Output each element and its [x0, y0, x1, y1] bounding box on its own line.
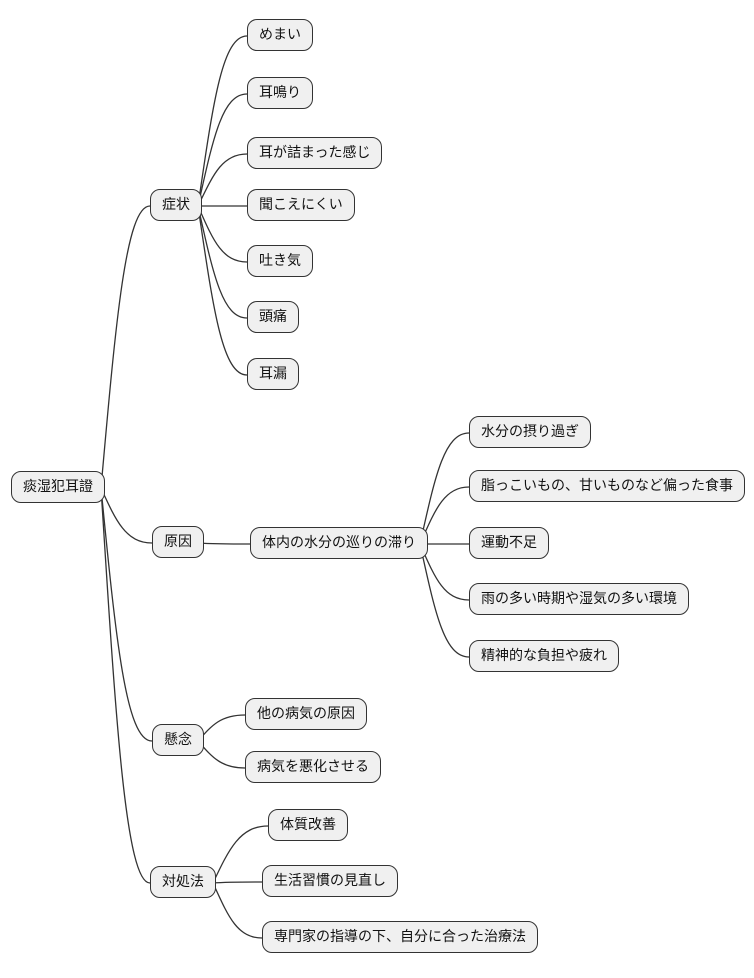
node-concern-worsening: 病気を悪化させる: [245, 751, 381, 784]
edge-action-2: [212, 881, 263, 884]
node-concern: 懸念: [152, 724, 204, 757]
edge-symptom-1: [197, 35, 248, 207]
node-symptom-dizziness: めまい: [247, 19, 313, 52]
edge-stagnation-1: [419, 432, 470, 545]
edge-root-cause: [100, 487, 153, 544]
node-symptom-headache: 頭痛: [247, 301, 299, 334]
node-cause-mental-fatigue: 精神的な負担や疲れ: [469, 640, 619, 673]
edge-symptom-3: [197, 153, 248, 207]
edge-concern-1: [197, 714, 246, 742]
node-cause-lack-of-exercise: 運動不足: [469, 527, 549, 560]
node-action: 対処法: [150, 866, 216, 899]
node-root: 痰湿犯耳證: [11, 471, 105, 504]
node-symptom-ear-discharge: 耳漏: [247, 358, 299, 391]
node-cause-humid-environment: 雨の多い時期や湿気の多い環境: [469, 583, 689, 616]
edge-stagnation-5: [419, 543, 470, 658]
node-symptoms: 症状: [150, 189, 202, 222]
edge-root-action: [100, 487, 151, 884]
node-concern-other-disease: 他の病気の原因: [245, 698, 367, 731]
node-cause: 原因: [152, 526, 204, 559]
edge-symptom-7: [197, 205, 248, 376]
node-symptom-tinnitus: 耳鳴り: [247, 77, 313, 110]
node-cause-unbalanced-diet: 脂っこいもの、甘いものなど偏った食事: [469, 470, 745, 503]
edge-concern-2: [197, 740, 246, 769]
node-symptom-ear-fullness: 耳が詰まった感じ: [247, 137, 383, 170]
node-symptom-hearing-loss: 聞こえにくい: [247, 189, 355, 222]
node-action-treatment: 専門家の指導の下、自分に合った治療法: [262, 921, 538, 954]
edge-root-symptoms: [100, 205, 151, 489]
edge-root-concern: [100, 487, 153, 742]
edge-symptom-2: [197, 93, 248, 207]
node-symptom-nausea: 吐き気: [247, 245, 313, 278]
edge-symptom-5: [197, 205, 248, 263]
node-action-lifestyle: 生活習慣の見直し: [262, 865, 398, 898]
edge-action-3: [212, 882, 263, 939]
node-cause-excess-water: 水分の摂り過ぎ: [469, 416, 591, 449]
edge-cause-stagnation: [197, 542, 251, 545]
node-water-stagnation: 体内の水分の巡りの滞り: [250, 527, 428, 560]
edge-symptom-6: [197, 205, 248, 319]
edge-action-1: [212, 825, 269, 884]
node-action-constitution: 体質改善: [268, 809, 348, 842]
